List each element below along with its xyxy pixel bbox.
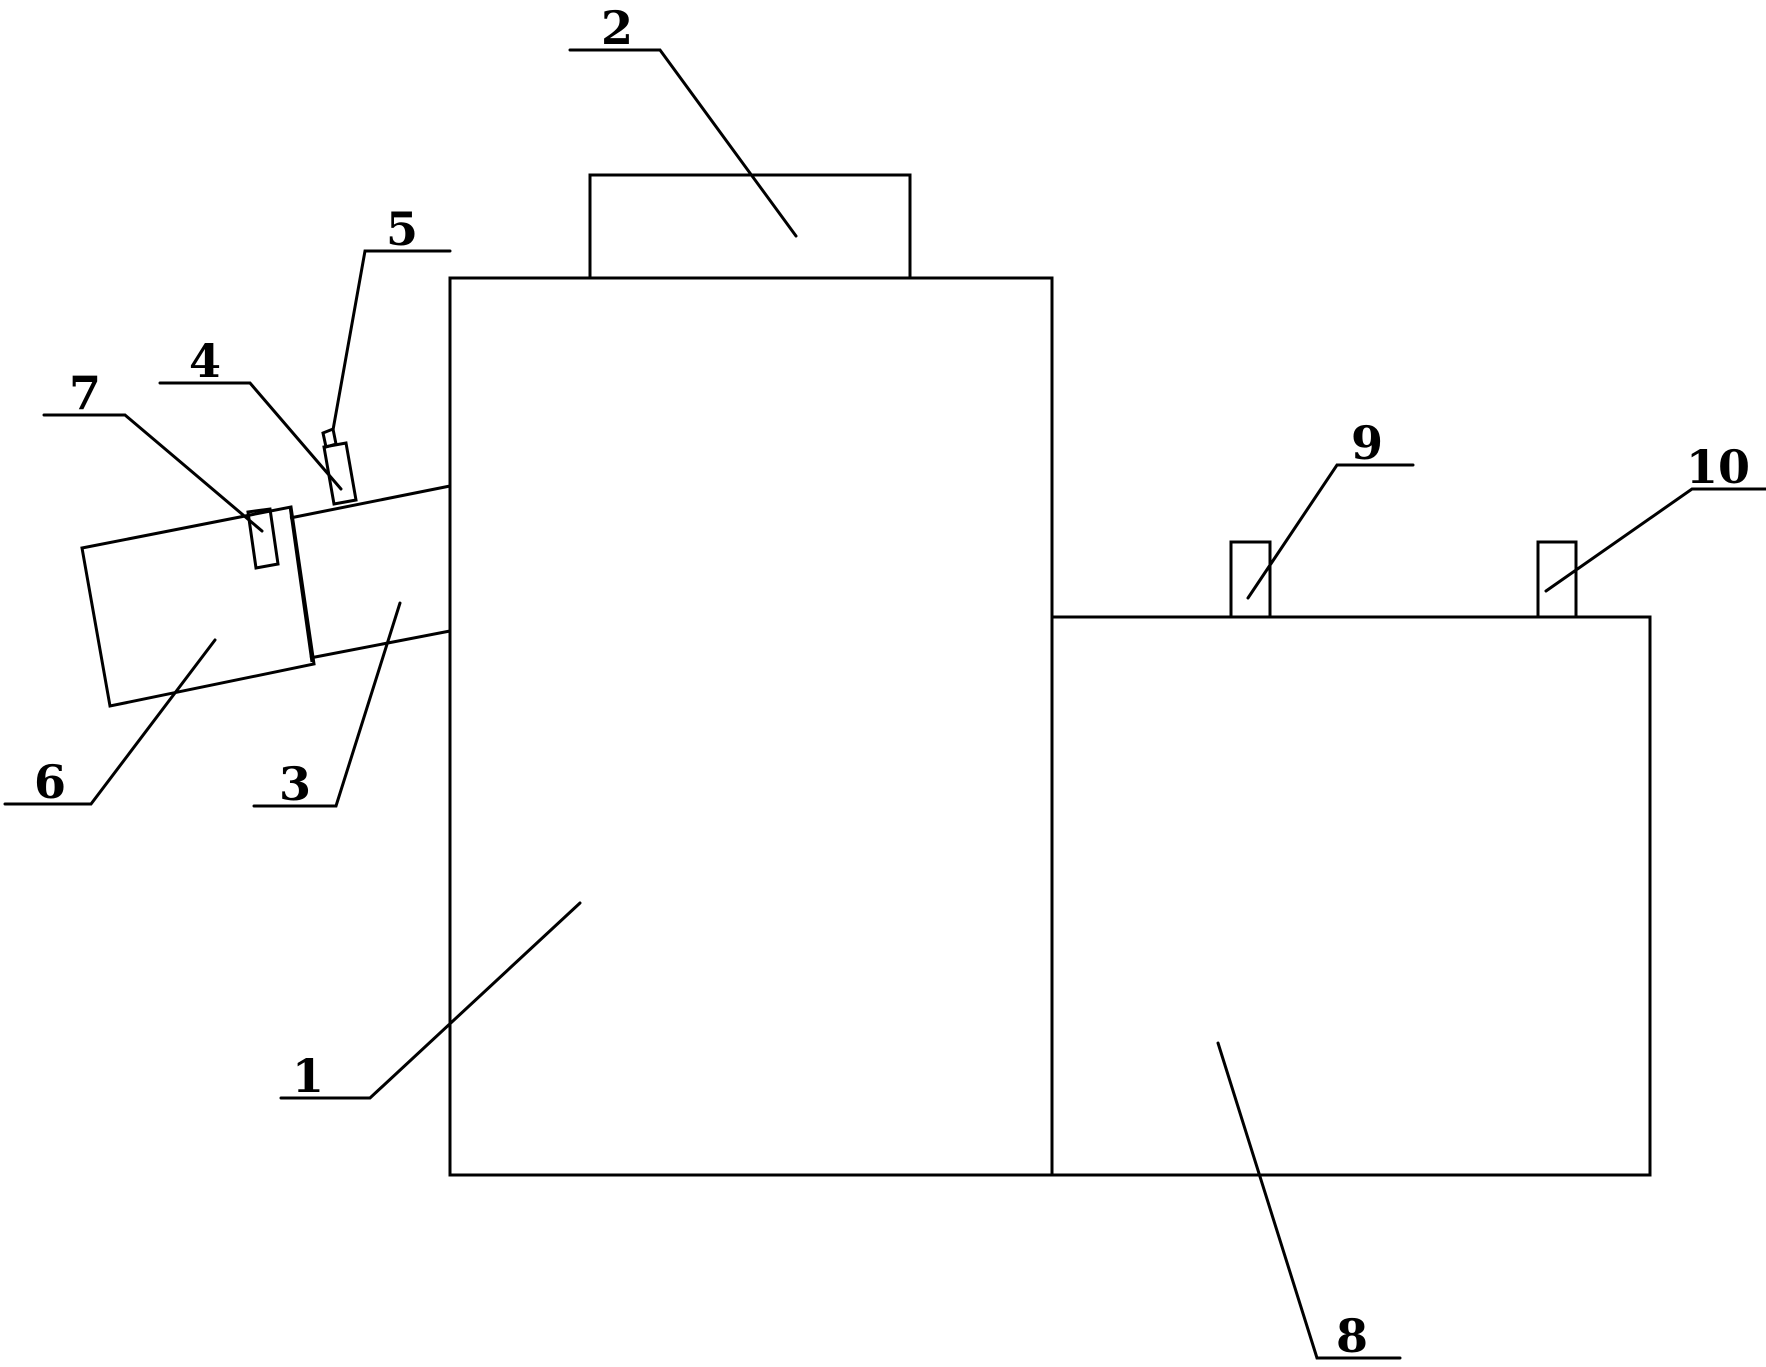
label-3: 3 <box>279 757 311 811</box>
label-4: 4 <box>189 334 221 388</box>
label-8: 8 <box>1336 1309 1368 1363</box>
leader-2 <box>568 48 798 238</box>
port-left <box>1229 540 1272 617</box>
leader-9 <box>1246 463 1415 600</box>
leader-7 <box>42 413 264 533</box>
clamp <box>246 507 280 570</box>
feed-pipe-top-edge <box>289 484 451 520</box>
label-9: 9 <box>1351 416 1383 470</box>
label-10: 10 <box>1686 440 1750 494</box>
label-5: 5 <box>386 202 418 256</box>
nozzle <box>321 426 338 449</box>
leader-1 <box>279 901 582 1100</box>
leader-10 <box>1544 487 1766 593</box>
leader-8 <box>1216 1041 1402 1360</box>
valve <box>322 441 358 506</box>
label-1: 1 <box>292 1049 324 1103</box>
label-7: 7 <box>69 366 101 420</box>
port-right <box>1536 540 1578 617</box>
leader-3 <box>252 601 402 808</box>
main-body <box>448 276 1054 1177</box>
end-box <box>80 505 316 708</box>
leader-6 <box>3 638 217 806</box>
label-6: 6 <box>34 755 66 809</box>
leader-5 <box>331 249 452 432</box>
feed-pipe-bottom-edge <box>309 629 451 660</box>
top-box <box>588 173 912 278</box>
side-box <box>1050 615 1652 1177</box>
leader-4 <box>158 381 343 491</box>
label-2: 2 <box>601 1 633 55</box>
